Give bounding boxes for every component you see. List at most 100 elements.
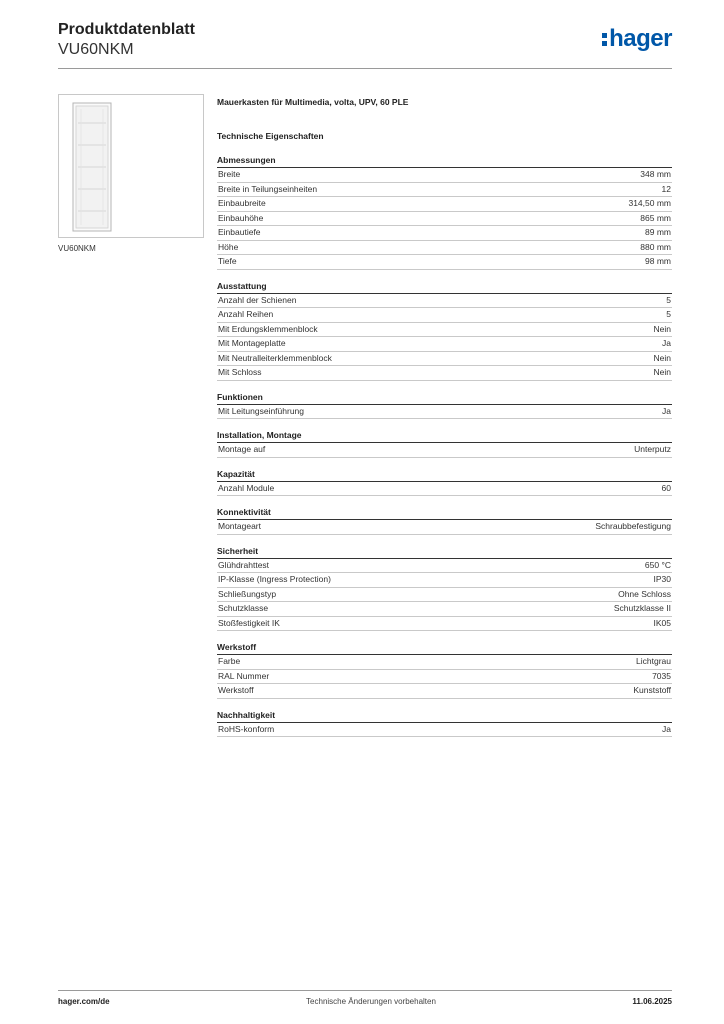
spec-row: Einbauhöhe 865 mm	[217, 212, 672, 226]
document-title: Produktdatenblatt	[58, 21, 195, 38]
section-title: Werkstoff	[217, 641, 672, 655]
image-caption: VU60NKM	[58, 244, 96, 253]
spec-value: Ja	[662, 338, 671, 348]
spec-value: 348 mm	[640, 169, 671, 179]
logo-dots-icon	[602, 32, 608, 46]
spec-row: Einbautiefe 89 mm	[217, 226, 672, 241]
spec-row: Höhe 880 mm	[217, 241, 672, 255]
spec-value: 60	[661, 482, 671, 493]
spec-label: Glühdrahttest	[218, 559, 270, 570]
tech-properties-heading: Technische Eigenschaften	[217, 131, 324, 141]
spec-value: 89 mm	[645, 227, 671, 237]
spec-row: Tiefe 98 mm	[217, 255, 672, 270]
spec-value: 7035	[652, 670, 671, 681]
document-header: Produktdatenblatt VU60NKM	[58, 20, 195, 60]
footer-date: 11.06.2025	[632, 997, 672, 1006]
enclosure-illustration-icon	[72, 102, 112, 232]
spec-label: Breite	[218, 169, 241, 179]
spec-row: Farbe Lichtgrau	[217, 655, 672, 670]
section-title: Sicherheit	[217, 545, 672, 559]
footer-website-link[interactable]: hager.com/de	[58, 997, 110, 1006]
spec-label: Schließungstyp	[218, 588, 277, 599]
product-code: VU60NKM	[58, 41, 134, 58]
page-footer: hager.com/de Technische Änderungen vorbe…	[58, 997, 672, 1006]
spec-label: Einbaubreite	[218, 198, 266, 208]
spec-value: Kunststoff	[633, 685, 671, 695]
spec-label: Einbauhöhe	[218, 212, 264, 223]
logo-text: hager	[609, 25, 672, 52]
spec-row: Mit Erdungsklemmenblock Nein	[217, 323, 672, 337]
spec-label: Anzahl Module	[218, 482, 275, 493]
spec-value: Ja	[662, 723, 671, 734]
spec-row: RAL Nummer 7035	[217, 670, 672, 684]
spec-label: Mit Neutralleiterklemmenblock	[218, 352, 332, 363]
spec-row: Mit Neutralleiterklemmenblock Nein	[217, 352, 672, 366]
spec-value: Nein	[653, 352, 671, 363]
spec-value: 880 mm	[640, 241, 671, 252]
spec-label: Breite in Teilungseinheiten	[218, 183, 318, 194]
section-title: Installation, Montage	[217, 429, 672, 443]
section-title: Konnektivität	[217, 506, 672, 520]
spec-value: 314,50 mm	[628, 198, 671, 208]
spec-label: Höhe	[218, 241, 239, 252]
spec-row: RoHS-konform Ja	[217, 723, 672, 737]
spec-label: Mit Erdungsklemmenblock	[218, 323, 318, 334]
spec-value: Nein	[653, 323, 671, 334]
spec-row: IP-Klasse (Ingress Protection)IP30	[217, 573, 672, 588]
spec-row: Anzahl der Schienen 5	[217, 294, 672, 308]
spec-row: Anzahl Module 60	[217, 482, 672, 496]
spec-label: Farbe	[218, 656, 241, 666]
spec-row: Werkstoff Kunststoff	[217, 684, 672, 699]
spec-value: Ohne Schloss	[618, 588, 671, 599]
spec-value: Ja	[662, 405, 671, 416]
footer-divider	[58, 990, 672, 991]
spec-label: Einbautiefe	[218, 227, 261, 237]
header-divider	[58, 68, 672, 69]
spec-label: Werkstoff	[218, 685, 254, 695]
spec-label: RoHS-konform	[218, 723, 275, 734]
spec-row: Schließungstyp Ohne Schloss	[217, 588, 672, 602]
spec-label: Anzahl der Schienen	[218, 294, 297, 305]
section-title: Nachhaltigkeit	[217, 709, 672, 723]
spec-label: Montageart	[218, 521, 261, 531]
spec-row: Breite 348 mm	[217, 168, 672, 183]
product-description: Mauerkasten für Multimedia, volta, UPV, …	[217, 97, 409, 107]
spec-row: Glühdrahttest 650 °C	[217, 559, 672, 573]
footer-notice: Technische Änderungen vorbehalten	[306, 997, 436, 1006]
spec-value: 865 mm	[640, 212, 671, 223]
spec-value: IP30	[653, 574, 672, 584]
spec-value: 98 mm	[645, 256, 671, 266]
spec-label: Tiefe	[218, 256, 237, 266]
spec-label: Mit Montageplatte	[218, 338, 286, 348]
spec-value: Lichtgrau	[636, 656, 671, 666]
spec-row: Mit Montageplatte Ja	[217, 337, 672, 352]
spec-row: Breite in Teilungseinheiten 12	[217, 183, 672, 197]
product-image	[58, 94, 204, 238]
spec-value: 5	[666, 294, 671, 305]
section-title: Ausstattung	[217, 280, 672, 294]
section-title: Funktionen	[217, 391, 672, 405]
spec-value: 650 °C	[644, 559, 671, 570]
spec-value: 12	[661, 183, 671, 194]
spec-content: Mauerkasten für Multimedia, volta, UPV, …	[217, 96, 672, 737]
spec-label: Schutzklasse	[218, 603, 269, 613]
section-title: Abmessungen	[217, 154, 672, 168]
spec-value: Unterputz	[634, 444, 671, 454]
spec-label: Mit Schloss	[218, 367, 262, 377]
spec-label: RAL Nummer	[218, 670, 270, 681]
spec-value: IK05	[653, 617, 672, 628]
